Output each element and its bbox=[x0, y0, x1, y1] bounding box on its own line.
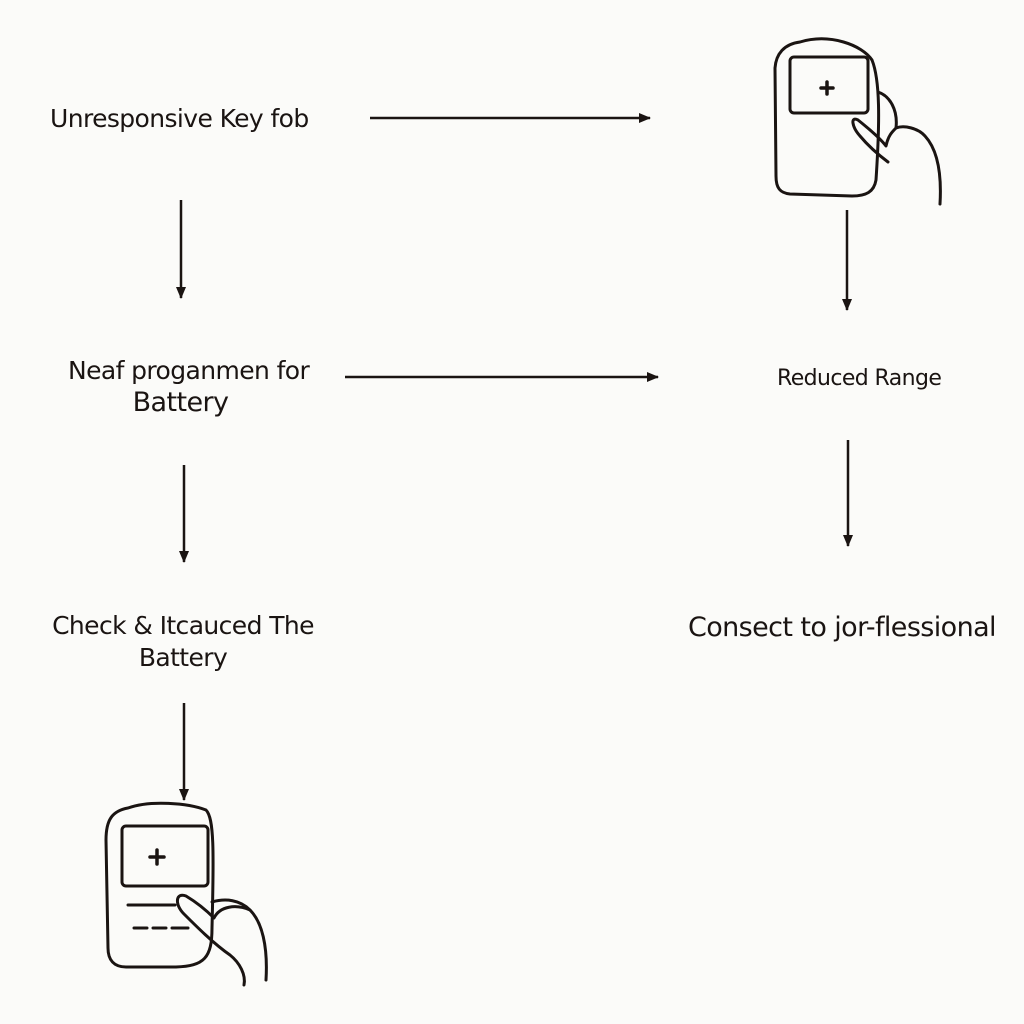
key-fob-in-hand-icon bbox=[773, 37, 942, 206]
key-fob-in-hand-icon bbox=[104, 801, 268, 987]
node-label: Unresponsive Key fob bbox=[50, 104, 309, 133]
node-label-line2: Battery bbox=[132, 387, 229, 418]
node-contact-professional: Consect to jor-flessional bbox=[688, 612, 997, 644]
node-unresponsive-key-fob: Unresponsive Key fob bbox=[50, 103, 309, 135]
node-reduced-range: Reduced Range bbox=[777, 363, 942, 395]
node-label-line2: Battery bbox=[138, 643, 228, 672]
node-check-battery: Check & Itcauced The Battery bbox=[50, 610, 316, 674]
node-label: Reduced Range bbox=[777, 366, 942, 391]
node-label-line1: Neaf proganmen for bbox=[68, 356, 310, 385]
node-program-battery: Neaf proganmen for Battery bbox=[68, 355, 310, 419]
node-label: Consect to jor-flessional bbox=[688, 612, 997, 643]
node-label-line1: Check & Itcauced The bbox=[52, 611, 314, 640]
